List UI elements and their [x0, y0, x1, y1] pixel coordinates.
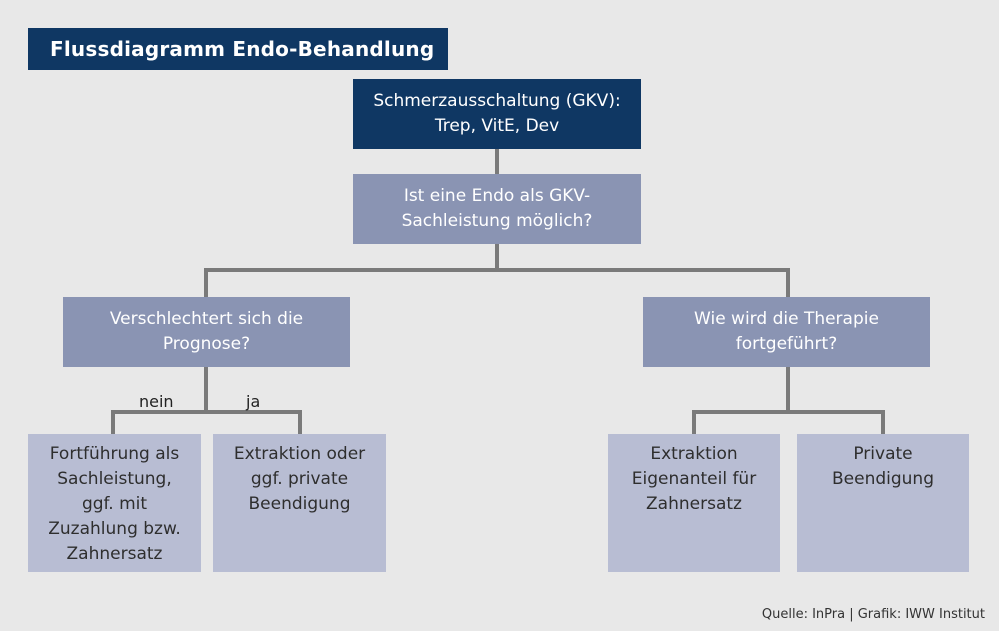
diagram-title: Flussdiagramm Endo-Behandlung	[28, 28, 448, 70]
connector-right-sub-down	[786, 367, 790, 412]
connector-right-drop	[786, 268, 790, 298]
node-outcome-extraktion-eigenanteil: Extraktion Eigenanteil für Zahnersatz	[608, 434, 780, 572]
node-outcome-private-label: Private Beendigung	[832, 444, 934, 489]
connector-left-drop	[204, 268, 208, 298]
node-outcome-sachleistung: Fortführung als Sachleistung, ggf. mit Z…	[28, 434, 201, 572]
node-outcome-extraktion-private-label: Extraktion oder ggf. private Beendigung	[233, 444, 366, 514]
node-question-prognose-label: Verschlechtert sich die Prognose?	[109, 309, 304, 354]
connector-left-sub-down	[204, 367, 208, 412]
node-schmerzausschaltung: Schmerzausschaltung (GKV): Trep, VitE, D…	[353, 79, 641, 149]
node-schmerzausschaltung-label: Schmerzausschaltung (GKV): Trep, VitE, D…	[373, 91, 621, 136]
edge-label-ja: ja	[246, 392, 261, 411]
connector-right-sub-horizontal	[692, 410, 885, 414]
node-question-prognose: Verschlechtert sich die Prognose?	[63, 297, 350, 367]
node-outcome-sachleistung-label: Fortführung als Sachleistung, ggf. mit Z…	[48, 444, 181, 564]
node-outcome-private: Private Beendigung	[797, 434, 969, 572]
connector-right-sub-right-drop	[881, 410, 885, 434]
connector-horizontal-main	[204, 268, 790, 272]
connector-question-down	[495, 244, 499, 270]
connector-root-to-question	[495, 149, 499, 175]
source-credit: Quelle: InPra | Grafik: IWW Institut	[761, 607, 985, 622]
edge-label-nein: nein	[139, 392, 174, 411]
connector-left-sub-horizontal	[111, 410, 302, 414]
node-question-gkv: Ist eine Endo als GKV- Sachleistung mögl…	[353, 174, 641, 244]
node-outcome-extraktion-private: Extraktion oder ggf. private Beendigung	[213, 434, 386, 572]
node-outcome-extraktion-eigenanteil-label: Extraktion Eigenanteil für Zahnersatz	[631, 444, 757, 514]
connector-left-sub-left-drop	[111, 410, 115, 434]
node-question-therapie: Wie wird die Therapie fortgeführt?	[643, 297, 930, 367]
connector-right-sub-left-drop	[692, 410, 696, 434]
node-question-gkv-label: Ist eine Endo als GKV- Sachleistung mögl…	[401, 186, 593, 231]
connector-left-sub-right-drop	[298, 410, 302, 434]
node-question-therapie-label: Wie wird die Therapie fortgeführt?	[694, 309, 879, 354]
